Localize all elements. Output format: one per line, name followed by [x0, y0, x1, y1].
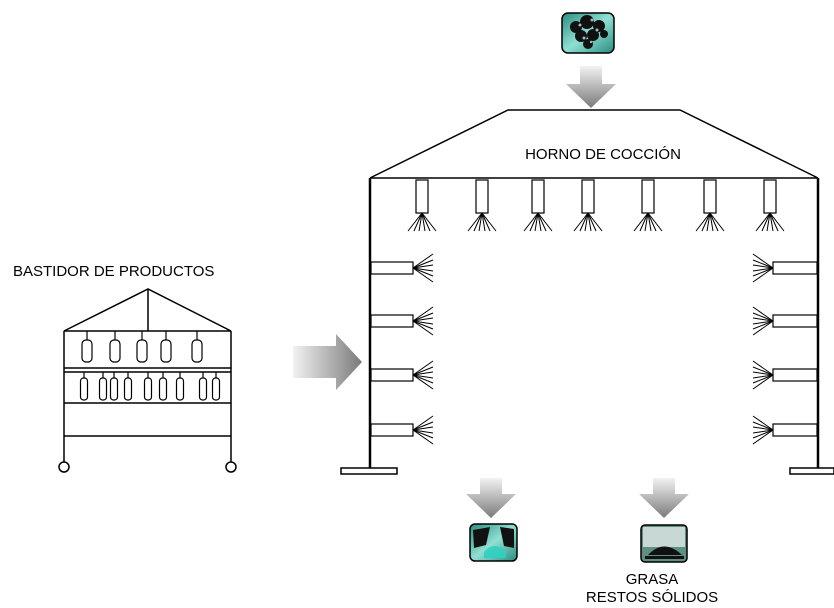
oven-structure: [340, 109, 834, 475]
right-wall-nozzles: [752, 253, 818, 445]
spray-nozzle: [467, 179, 497, 232]
spray-nozzle: [633, 179, 663, 232]
feed-arrow: [293, 334, 362, 390]
spray-nozzle: [752, 415, 818, 445]
spray-nozzle: [370, 306, 434, 336]
spray-nozzle: [523, 179, 553, 232]
product-item: [109, 372, 119, 401]
rack-label: BASTIDOR DE PRODUCTOS: [13, 263, 214, 280]
spray-nozzle: [752, 360, 818, 390]
output-label-grease: GRASA: [626, 571, 679, 588]
product-item: [211, 372, 221, 401]
spray-nozzle: [695, 179, 725, 232]
water-drain-icon: [469, 523, 518, 562]
product-item: [175, 372, 185, 401]
product-item: [98, 372, 108, 401]
spray-nozzle: [370, 360, 434, 390]
output-label-solids: RESTOS SÓLIDOS: [586, 589, 718, 606]
oven-label: HORNO DE COCCIÓN: [525, 146, 681, 163]
spray-nozzle: [573, 179, 603, 232]
spray-nozzle: [407, 179, 437, 232]
input-arrow: [566, 66, 616, 108]
product-item: [198, 372, 208, 401]
product-item: [191, 331, 203, 363]
product-item: [123, 372, 133, 401]
steam-cloud-icon: [561, 12, 615, 54]
product-item: [160, 331, 172, 363]
left-wall-nozzles: [370, 253, 434, 445]
product-item: [81, 331, 93, 363]
output-arrow-right: [639, 478, 689, 518]
product-item: [143, 372, 153, 401]
spray-nozzle: [370, 415, 434, 445]
rack-products: [79, 331, 221, 401]
product-item: [79, 372, 89, 401]
spray-nozzle: [755, 179, 785, 232]
product-item: [136, 331, 148, 363]
spray-nozzle: [370, 253, 434, 283]
top-nozzles: [407, 179, 785, 232]
solid-residue-icon: [640, 524, 688, 563]
spray-nozzle: [752, 306, 818, 336]
product-item: [158, 372, 168, 401]
output-arrow-left: [466, 478, 516, 518]
spray-nozzle: [752, 253, 818, 283]
product-item: [109, 331, 121, 363]
